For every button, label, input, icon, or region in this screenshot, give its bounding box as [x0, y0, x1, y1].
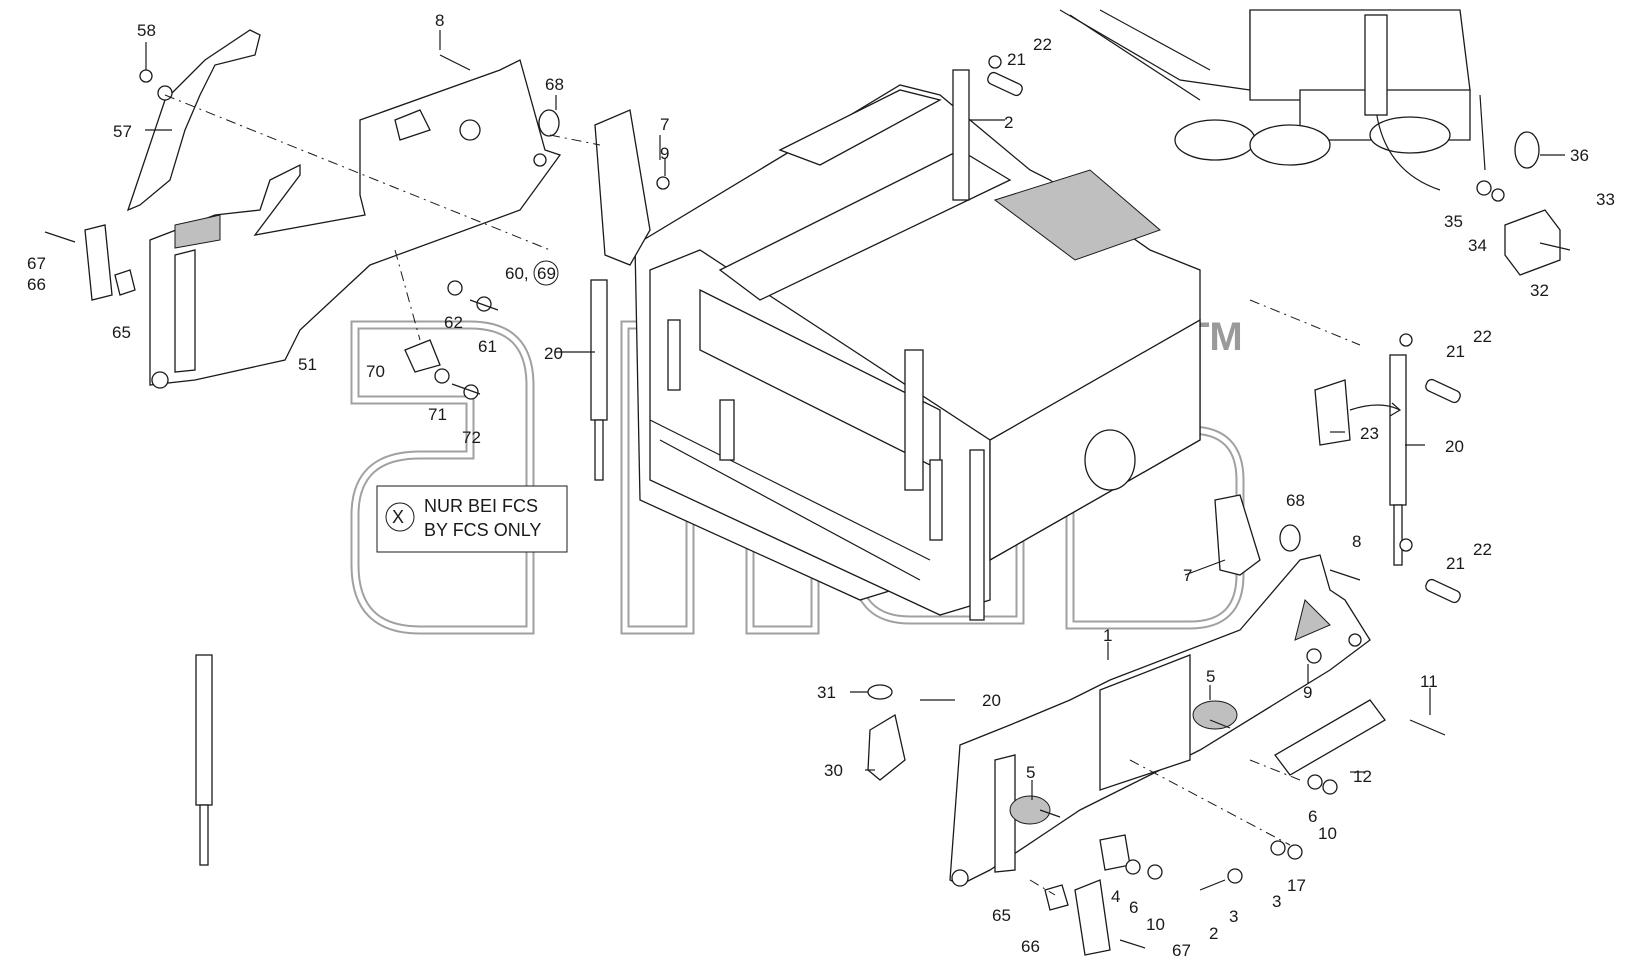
label-69: 69	[537, 264, 556, 283]
label-6-right: 6	[1308, 807, 1317, 826]
side-plate-51	[149, 59, 562, 389]
label-22-low: 22	[1473, 540, 1492, 559]
label-66-left: 66	[27, 275, 46, 294]
label-3-bottom: 3	[1229, 907, 1238, 926]
label-5-lower: 5	[1026, 763, 1035, 782]
fcs-note: X NUR BEI FCS BY FCS ONLY	[376, 485, 568, 553]
label-8-mid: 8	[1352, 532, 1361, 551]
label-68-mid: 68	[1286, 491, 1305, 510]
label-7-top: 7	[660, 115, 669, 134]
label-3-right: 3	[1272, 892, 1281, 911]
gas-spring-20-left	[590, 279, 608, 481]
label-72: 72	[462, 428, 481, 447]
label-1: 1	[1103, 626, 1112, 645]
gas-spring-20-right	[1389, 354, 1407, 566]
label-66-bottom: 66	[1021, 937, 1040, 956]
label-11: 11	[1420, 672, 1438, 691]
label-20-right: 20	[1445, 437, 1464, 456]
label-9-top: 9	[660, 144, 669, 163]
label-10-bottom: 10	[1146, 915, 1165, 934]
label-71: 71	[428, 405, 447, 424]
leader-lines	[145, 30, 1565, 800]
label-67-left: 67	[27, 254, 46, 273]
label-34: 34	[1468, 236, 1487, 255]
note-symbol: X	[392, 507, 404, 527]
label-65-bottom: 65	[992, 906, 1011, 925]
small-parts	[84, 69, 1561, 956]
label-10-right: 10	[1318, 824, 1337, 843]
label-20-left: 20	[544, 344, 563, 363]
label-12: 12	[1353, 767, 1372, 786]
bolts	[44, 54, 1571, 949]
label-7-mid: 7	[1183, 566, 1192, 585]
main-frame	[634, 84, 1201, 621]
note-line-2: BY FCS ONLY	[424, 520, 541, 540]
cover-plate-57	[126, 29, 261, 212]
label-35: 35	[1444, 212, 1463, 231]
label-2-bottom: 2	[1209, 924, 1218, 943]
assembly-lines	[164, 94, 1361, 896]
label-23: 23	[1360, 424, 1379, 443]
machine-overview	[1059, 9, 1486, 191]
label-4: 4	[1111, 887, 1120, 906]
label-33: 33	[1596, 190, 1615, 209]
label-70: 70	[366, 362, 385, 381]
label-20-bottom: 20	[982, 691, 1001, 710]
label-62: 62	[444, 313, 463, 332]
label-68-top: 68	[545, 75, 564, 94]
label-32: 32	[1530, 281, 1549, 300]
side-plate-1	[949, 554, 1371, 887]
label-17: 17	[1287, 876, 1306, 895]
label-21-top: 21	[1007, 50, 1026, 69]
label-5-upper: 5	[1206, 667, 1215, 686]
label-61: 61	[478, 337, 497, 356]
label-21-low: 21	[1446, 554, 1465, 573]
label-51: 51	[298, 355, 317, 374]
label-65-left: 65	[112, 323, 131, 342]
label-8-top: 8	[435, 11, 444, 30]
label-6-bottom: 6	[1129, 898, 1138, 917]
gas-spring-2-top	[952, 69, 970, 201]
label-30: 30	[824, 761, 843, 780]
label-2-top: 2	[1004, 113, 1013, 132]
label-21-mid: 21	[1446, 342, 1465, 361]
label-22-mid: 22	[1473, 327, 1492, 346]
note-line-1: NUR BEI FCS	[424, 496, 538, 516]
label-22-top: 22	[1033, 35, 1052, 54]
label-60: 60,	[505, 264, 529, 283]
label-9-lower: 9	[1303, 683, 1312, 702]
label-36: 36	[1570, 146, 1589, 165]
gas-spring-20-bottom	[195, 654, 213, 866]
label-57: 57	[113, 122, 132, 141]
part-labels: 58 8 22 21 68 7 9 2 57 36 33 35 34 32 67…	[27, 11, 1615, 960]
label-67-bottom: 67	[1172, 941, 1191, 960]
label-58: 58	[137, 21, 156, 40]
label-31: 31	[817, 683, 836, 702]
